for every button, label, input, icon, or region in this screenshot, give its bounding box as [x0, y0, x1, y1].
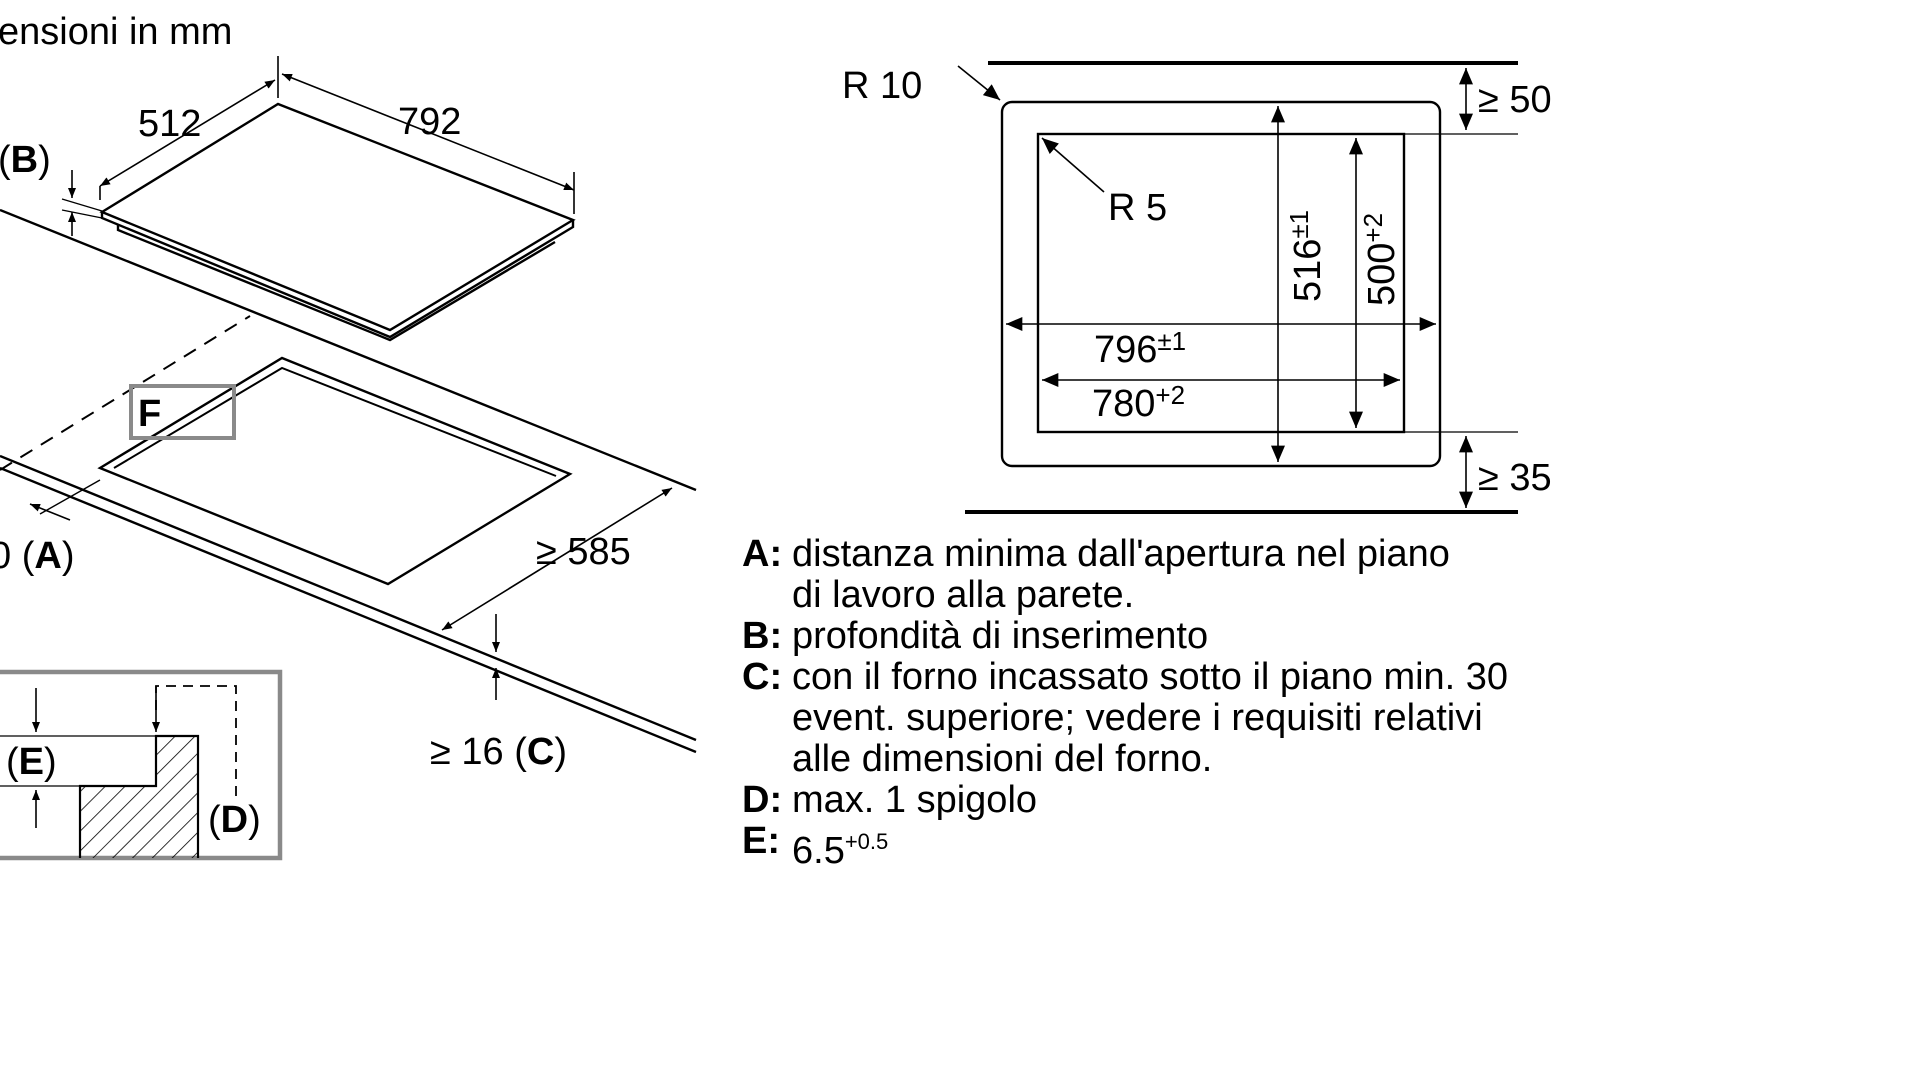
worktop-cutout-inner	[113, 366, 557, 477]
dim-thickness-min-16: ≥ 16	[430, 731, 504, 773]
legend-item-d: D: max. 1 spigolo	[742, 780, 1568, 821]
inner-width-value: 780	[1092, 383, 1155, 425]
legend-key-e: E:	[742, 820, 781, 862]
legend-text-c-line2: event. superiore; vedere i requisiti rel…	[792, 697, 1483, 739]
worktop-front-edge-top	[0, 454, 697, 742]
gap-top-label: ≥ 50	[1478, 79, 1552, 121]
legend-key-c: C:	[742, 656, 783, 698]
legend-item-a-cont: di lavoro alla parete.	[742, 575, 1568, 616]
label-e-group: (E)	[6, 741, 57, 783]
legend-text-a-line1: distanza minima dall'apertura nel piano	[792, 533, 1450, 575]
outer-radius-label: R 10	[842, 65, 922, 107]
outer-depth-value: 516	[1287, 239, 1329, 302]
legend-item-b: B: profondità di inserimento	[742, 616, 1568, 657]
hob-glass-thickness	[100, 212, 575, 339]
units-heading: ensioni in mm	[0, 11, 232, 53]
hob-outline-rect	[1000, 100, 1442, 468]
legend-text-e-line1: 6.5	[792, 830, 845, 872]
legend-text-d-line1: max. 1 spigolo	[792, 779, 1038, 821]
worktop-side-dashed	[0, 315, 251, 471]
cutout-plan-view	[957, 61, 1518, 514]
outer-width-tolerance: ±1	[1157, 326, 1186, 356]
label-c-group: ≥ 16 (C)	[430, 731, 567, 773]
worktop-front-edge-bottom	[0, 466, 697, 754]
legend-text-b-line1: profondità di inserimento	[792, 615, 1209, 657]
legend-item-c: C: con il forno incassato sotto il piano…	[742, 657, 1568, 698]
label-b-group: (B)	[0, 139, 51, 181]
legend: A: distanza minima dall'apertura nel pia…	[742, 534, 1568, 872]
inner-width-label: 780+2	[1092, 380, 1185, 425]
outer-width-value: 796	[1094, 329, 1157, 371]
legend-key-d: D:	[742, 779, 783, 821]
legend-item-c-cont2: alle dimensioni del forno.	[742, 739, 1568, 780]
hob-body-underside	[116, 224, 556, 342]
legend-key-a: A:	[742, 533, 783, 575]
outer-depth-label: 516±1	[1284, 210, 1329, 302]
label-b: B	[11, 139, 38, 181]
label-a-prefix: 0	[0, 535, 11, 577]
legend-key-b: B:	[742, 615, 783, 657]
legend-text-c-line3: alle dimensioni del forno.	[792, 738, 1213, 780]
gap-bottom-label: ≥ 35	[1478, 457, 1552, 499]
legend-item-a: A: distanza minima dall'apertura nel pia…	[742, 534, 1568, 575]
dim-width-792: 792	[398, 101, 461, 143]
label-a: A	[34, 535, 61, 577]
outer-depth-tolerance: ±1	[1284, 210, 1314, 239]
outer-width-label: 796±1	[1094, 326, 1186, 371]
label-d: D	[221, 799, 248, 841]
dim-depth-512: 512	[138, 103, 201, 145]
worktop-cutout-outer	[97, 356, 573, 586]
inner-width-tolerance: +2	[1155, 380, 1185, 410]
worktop-back-edge	[0, 208, 697, 492]
legend-item-e: E: 6.5+0.5	[742, 821, 1568, 872]
label-a-group: 0 (A)	[0, 535, 74, 577]
worktop-step-hatched	[78, 734, 200, 858]
inner-depth-tolerance: +2	[1358, 213, 1388, 243]
hob-isometric-view	[0, 56, 697, 754]
legend-text-c-line1: con il forno incassato sotto il piano mi…	[792, 656, 1509, 698]
label-c: C	[527, 731, 554, 773]
inner-depth-label: 500+2	[1358, 213, 1403, 306]
legend-text-a-line2: di lavoro alla parete.	[792, 574, 1135, 616]
cutout-rect	[1036, 132, 1406, 434]
detail-section-view	[0, 669, 283, 861]
label-e: E	[19, 741, 44, 783]
legend-text-e-tolerance: +0.5	[844, 829, 889, 854]
label-d-group: (D)	[208, 799, 261, 841]
inner-depth-value: 500	[1361, 243, 1403, 306]
hob-outline-dashed	[155, 685, 237, 800]
label-f: F	[138, 393, 161, 435]
dim-depth-min-585: ≥ 585	[536, 531, 631, 573]
detail-marker-f	[129, 384, 236, 440]
installation-diagram: ensioni in mm F	[0, 11, 1552, 861]
inner-radius-label: R 5	[1108, 187, 1167, 229]
legend-item-c-cont1: event. superiore; vedere i requisiti rel…	[742, 698, 1568, 739]
